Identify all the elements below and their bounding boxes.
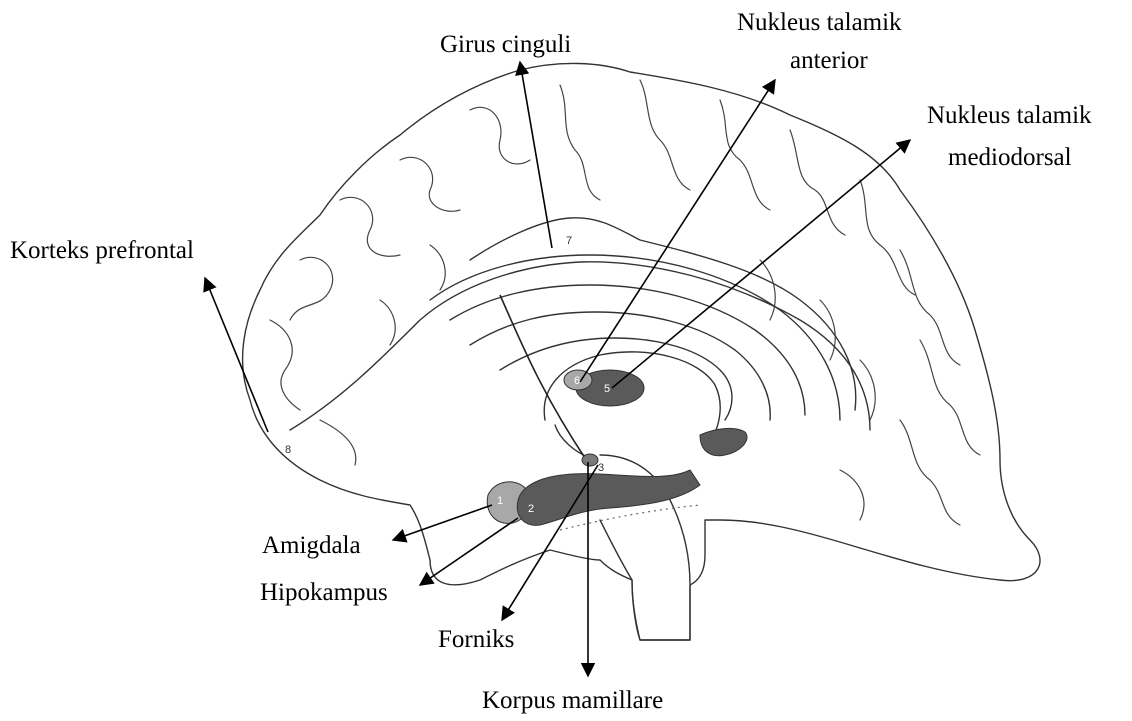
marker-6: 6 xyxy=(574,375,580,387)
marker-1: 1 xyxy=(497,495,503,507)
dark-strip xyxy=(700,428,747,455)
label-nukleus-mediodorsal-2: mediodorsal xyxy=(948,144,1072,171)
label-forniks: Forniks xyxy=(438,626,514,653)
marker-3: 3 xyxy=(598,462,604,474)
label-korpus-mamillare: Korpus mamillare xyxy=(482,687,663,714)
label-hipokampus: Hipokampus xyxy=(260,579,388,606)
arrow-amigdala xyxy=(393,505,492,540)
arrow-korteks-prefrontal xyxy=(205,278,268,432)
fiber-arc xyxy=(290,262,870,430)
marker-8: 8 xyxy=(285,444,291,456)
marker-2: 2 xyxy=(528,503,534,515)
label-nukleus-anterior-1: Nukleus talamik xyxy=(737,9,902,36)
label-nukleus-anterior-2: anterior xyxy=(790,47,868,74)
fornix-column xyxy=(555,425,590,458)
marker-5: 5 xyxy=(604,383,610,395)
arrow-girus-cinguli xyxy=(520,62,552,248)
marker-7: 7 xyxy=(566,235,572,247)
mamillary-body xyxy=(582,454,598,466)
arrow-nukleus-anterior xyxy=(580,80,775,382)
label-korteks-prefrontal: Korteks prefrontal xyxy=(10,237,194,264)
label-amigdala: Amigdala xyxy=(262,532,361,559)
label-girus-cinguli: Girus cinguli xyxy=(440,31,571,58)
arrow-hipokampus xyxy=(420,518,518,585)
label-nukleus-mediodorsal-1: Nukleus talamik xyxy=(927,102,1092,129)
hippocampus-shape xyxy=(517,470,700,525)
